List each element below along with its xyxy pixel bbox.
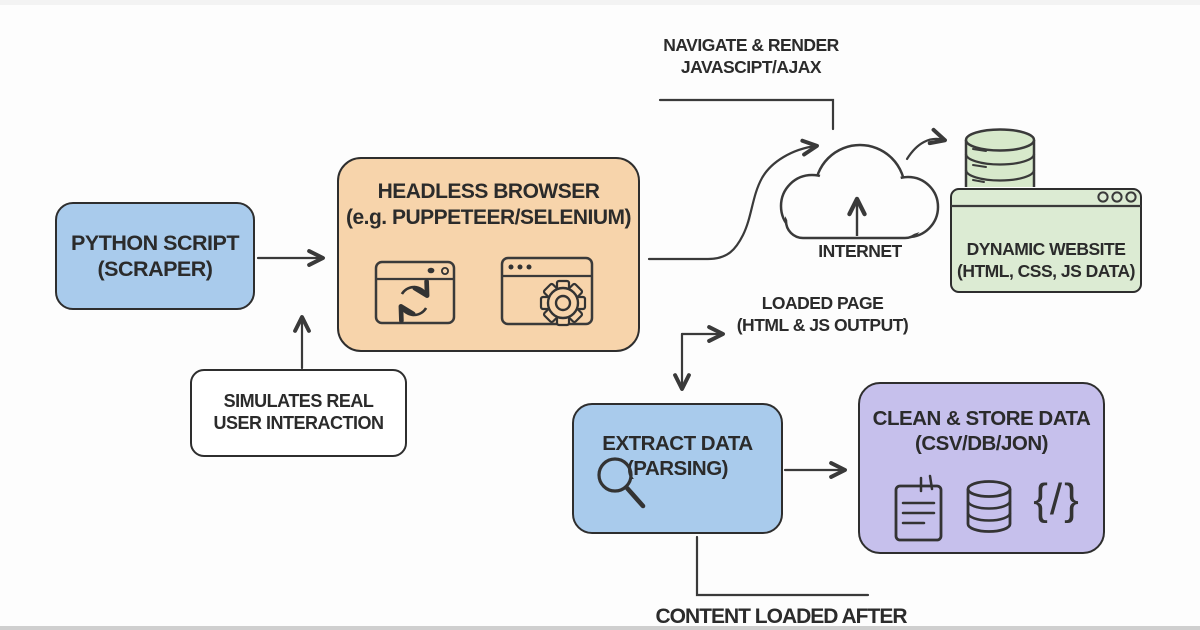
loaded-page-label: LOADED PAGE (HTML & JS OUTPUT)	[710, 292, 935, 336]
clean-store-subtitle: (CSV/DB/JON)	[915, 432, 1048, 455]
headless-browser-title: HEADLESS BROWSER	[377, 180, 600, 203]
simulates-real-node: SIMULATES REAL USER INTERACTION	[190, 369, 407, 457]
headless-browser-subtitle: (e.g. PUPPETEER/SELENIUM)	[345, 205, 632, 229]
code-braces-icon: {/}	[1033, 475, 1081, 524]
python-script-title: PYTHON SCRIPT	[71, 230, 239, 255]
navigate-render-line2: JAVASCIPT/AJAX	[680, 57, 822, 78]
navigate-render-line1: NAVIGATE & RENDER	[663, 35, 839, 55]
dynamic-website-title: DYNAMIC WEBSITE	[966, 239, 1126, 260]
top-edge-band	[0, 0, 1200, 5]
loaded-page-line1: LOADED PAGE	[761, 293, 884, 313]
python-script-subtitle: (SCRAPER)	[97, 257, 213, 281]
navigate-render-label: NAVIGATE & RENDER JAVASCIPT/AJAX	[620, 34, 882, 78]
clean-store-title: CLEAN & STORE DATA	[872, 407, 1091, 430]
loaded-page-line2: (HTML & JS OUTPUT)	[736, 315, 909, 336]
dynamic-website-node: DYNAMIC WEBSITE (HTML, CSS, JS DATA)	[950, 188, 1142, 293]
python-script-node: PYTHON SCRIPT (SCRAPER)	[55, 202, 255, 310]
content-loaded-elbow-line	[695, 535, 870, 597]
simulates-real-subtitle: USER INTERACTION	[213, 413, 384, 433]
bottom-edge-band	[0, 626, 1200, 630]
content-loaded-label: CONTENT LOADED AFTER	[655, 605, 907, 628]
website-database-icon	[964, 128, 1036, 187]
arrow-browser-to-internet	[647, 138, 819, 261]
navigate-bracket-line	[658, 98, 835, 131]
extract-data-title: EXTRACT DATA	[602, 432, 753, 455]
dynamic-website-subtitle: (HTML, CSS, JS DATA)	[957, 260, 1135, 281]
headless-browser-node: HEADLESS BROWSER (e.g. PUPPETEER/SELENIU…	[337, 157, 640, 352]
internet-label: INTERNET	[818, 241, 902, 261]
arrow-internet-to-website	[905, 127, 947, 161]
extract-data-node: EXTRACT DATA (PARSING)	[572, 403, 783, 534]
clean-store-node: CLEAN & STORE DATA (CSV/DB/JON)	[858, 382, 1105, 554]
simulates-real-title: SIMULATES REAL	[223, 391, 374, 412]
cloud-icon	[779, 143, 940, 240]
extract-data-subtitle: (PARSING)	[626, 457, 729, 480]
